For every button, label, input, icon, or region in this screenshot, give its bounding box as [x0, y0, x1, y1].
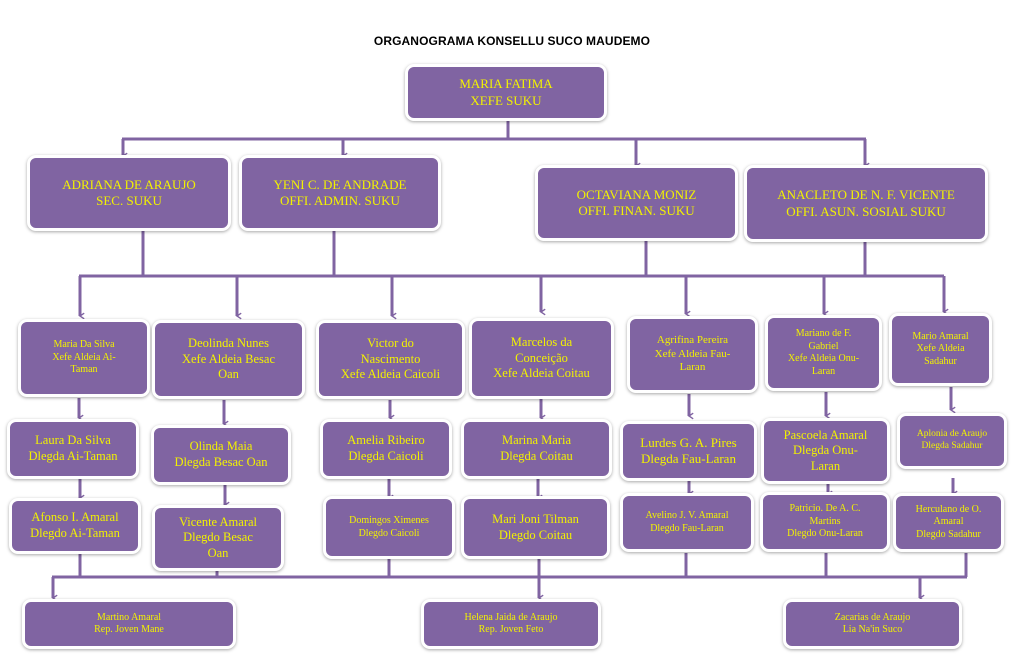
node-delegado: Afonso I. Amaral Dlegdo Ai-Taman [9, 498, 141, 554]
node-delegado: Mari Joni Tilman Dlegdo Coitau [461, 496, 610, 559]
node-name: ADRIANA DE ARAUJO [62, 176, 196, 192]
node-aldeia-chief: Marcelos da Conceição Xefe Aldeia Coitau [469, 318, 614, 399]
node-officer-secretary: ADRIANA DE ARAUJO SEC. SUKU [27, 155, 231, 231]
node-delegada: Marina Maria Dlegda Coitau [461, 419, 612, 479]
node-role: OFFI. ADMIN. SUKU [280, 193, 400, 208]
node-delegada: Laura Da Silva Dlegda Ai-Taman [7, 419, 139, 479]
node-officer-social: ANACLETO DE N. F. VICENTE OFFI. ASUN. SO… [744, 165, 988, 242]
node-aldeia-chief: Mario Amaral Xefe Aldeia Sadahur [889, 313, 992, 386]
node-name: YENI C. DE ANDRADE [273, 176, 407, 192]
node-aldeia-chief: Maria Da Silva Xefe Aldeia Ai- Taman [18, 319, 150, 397]
node-role: XEFE SUKU [470, 92, 542, 108]
node-delegada: Aplonia de Araujo Dlegda Sadahur [897, 413, 1007, 469]
node-delegado: Vicente Amaral Dlegdo Besac Oan [152, 505, 284, 571]
node-rep-joven-mane: Martino Amaral Rep. Joven Mane [22, 599, 236, 649]
chart-title: ORGANOGRAMA KONSELLU SUCO MAUDEMO [373, 34, 651, 48]
node-delegado: Patricio. De A. C. Martins Dlegdo Onu-La… [760, 492, 890, 552]
node-name: OCTAVIANA MONIZ [576, 186, 697, 202]
node-officer-finance: OCTAVIANA MONIZ OFFI. FINAN. SUKU [535, 165, 738, 241]
node-aldeia-chief: Agrifina Pereira Xefe Aldeia Fau- Laran [627, 316, 758, 393]
node-aldeia-chief: Deolinda Nunes Xefe Aldeia Besac Oan [152, 320, 305, 399]
node-delegada: Lurdes G. A. Pires Dlegda Fau-Laran [620, 421, 757, 481]
node-role: OFFI. ASUN. SOSIAL SUKU [786, 203, 946, 219]
node-delegado: Domingos Ximenes Dlegdo Caicoli [323, 496, 455, 559]
node-delegada: Olinda Maia Dlegda Besac Oan [151, 425, 291, 485]
node-officer-admin: YENI C. DE ANDRADE OFFI. ADMIN. SUKU [239, 155, 441, 231]
node-aldeia-chief: Mariano de F. Gabriel Xefe Aldeia Onu- L… [765, 315, 882, 391]
node-aldeia-chief: Victor do Nascimento Xefe Aldeia Caicoli [316, 320, 465, 399]
node-role: OFFI. FINAN. SUKU [578, 203, 695, 218]
node-role: SEC. SUKU [96, 193, 162, 208]
node-rep-joven-feto: Helena Jaida de Araujo Rep. Joven Feto [421, 599, 601, 649]
node-xefe-suku: MARIA FATIMA XEFE SUKU [405, 64, 607, 121]
node-delegada: Amelia Ribeiro Dlegda Caicoli [320, 419, 452, 479]
node-delegada: Pascoela Amaral Dlegda Onu- Laran [761, 418, 890, 484]
node-name: ANACLETO DE N. F. VICENTE [777, 187, 955, 203]
node-name: MARIA FATIMA [459, 76, 553, 92]
node-lia-nain-suco: Zacarias de Araujo Lia Na'in Suco [783, 599, 962, 649]
node-delegado: Avelino J. V. Amaral Dlegdo Fau-Laran [620, 493, 754, 552]
node-delegado: Herculano de O. Amaral Dlegdo Sadahur [893, 493, 1004, 552]
